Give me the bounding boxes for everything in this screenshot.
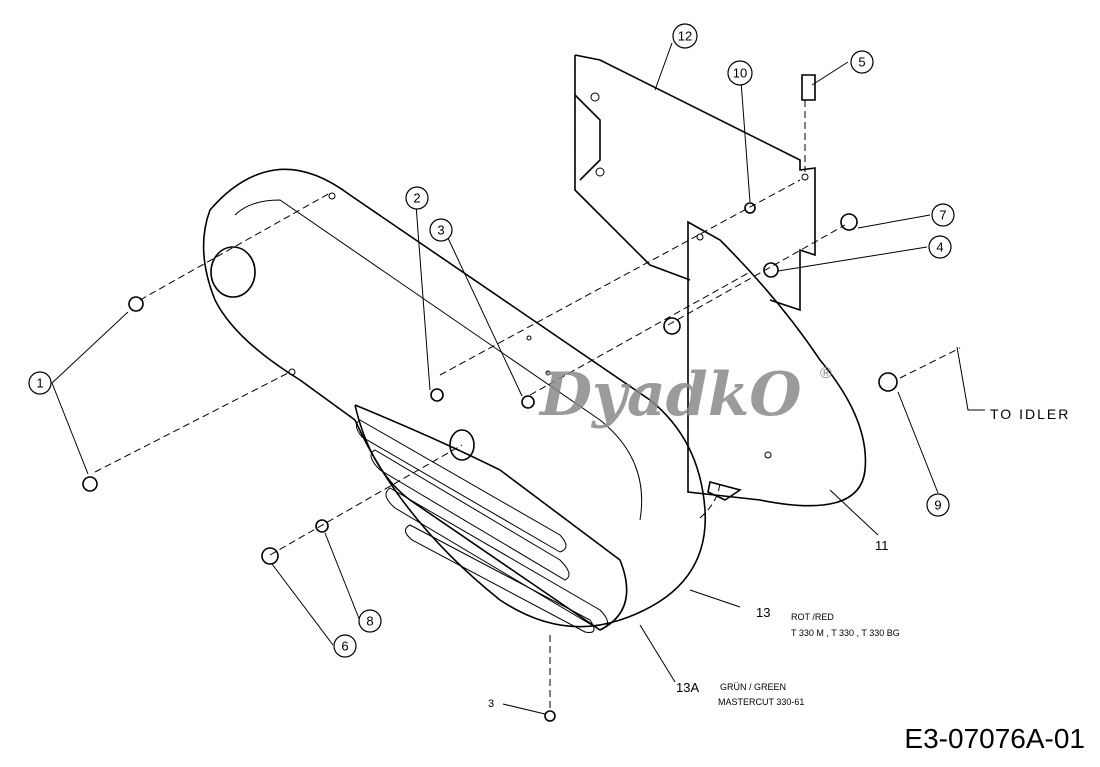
watermark-logo: DyadkO [538,360,802,430]
svg-text:10: 10 [733,66,747,81]
hardware [82,74,898,722]
plate-11 [687,220,867,507]
svg-text:3: 3 [437,223,444,238]
callout-12[interactable]: 12 [672,23,698,49]
belt-cover-13 [202,168,707,628]
callout-3[interactable]: 3 [429,218,453,242]
callout-2[interactable]: 2 [405,186,429,210]
label-13-color: ROT /RED [791,612,834,622]
callout-5[interactable]: 5 [850,50,874,74]
svg-text:8: 8 [366,614,373,629]
label-13A-color: GRÜN / GREEN [720,682,786,692]
callout-6[interactable]: 6 [333,634,357,658]
registered-mark: ® [820,365,832,382]
drawing-number: E3-07076A-01 [904,723,1085,754]
to-idler-label: TO IDLER [990,406,1070,422]
label-part-11: 11 [875,538,889,553]
svg-text:2: 2 [413,191,420,206]
callout-9[interactable]: 9 [926,493,950,517]
callout-8[interactable]: 8 [358,609,382,633]
svg-text:6: 6 [341,639,348,654]
callout-4[interactable]: 4 [928,235,952,259]
callout-7[interactable]: 7 [931,203,955,227]
svg-text:9: 9 [934,498,941,513]
label-part-13A: 13A [676,680,699,695]
svg-text:1: 1 [36,376,43,391]
svg-text:5: 5 [858,55,865,70]
label-13A-models: MASTERCUT 330-61 [718,697,804,707]
svg-text:7: 7 [939,208,946,223]
bracket-12 [574,54,816,312]
label-part-13: 13 [756,605,770,620]
label-part-3-bottom: 3 [488,698,494,710]
svg-text:4: 4 [936,240,943,255]
callout-10[interactable]: 10 [727,60,753,86]
label-13-models: T 330 M , T 330 , T 330 BG [791,628,900,638]
callout-1[interactable]: 1 [28,371,52,395]
svg-text:12: 12 [678,29,692,44]
